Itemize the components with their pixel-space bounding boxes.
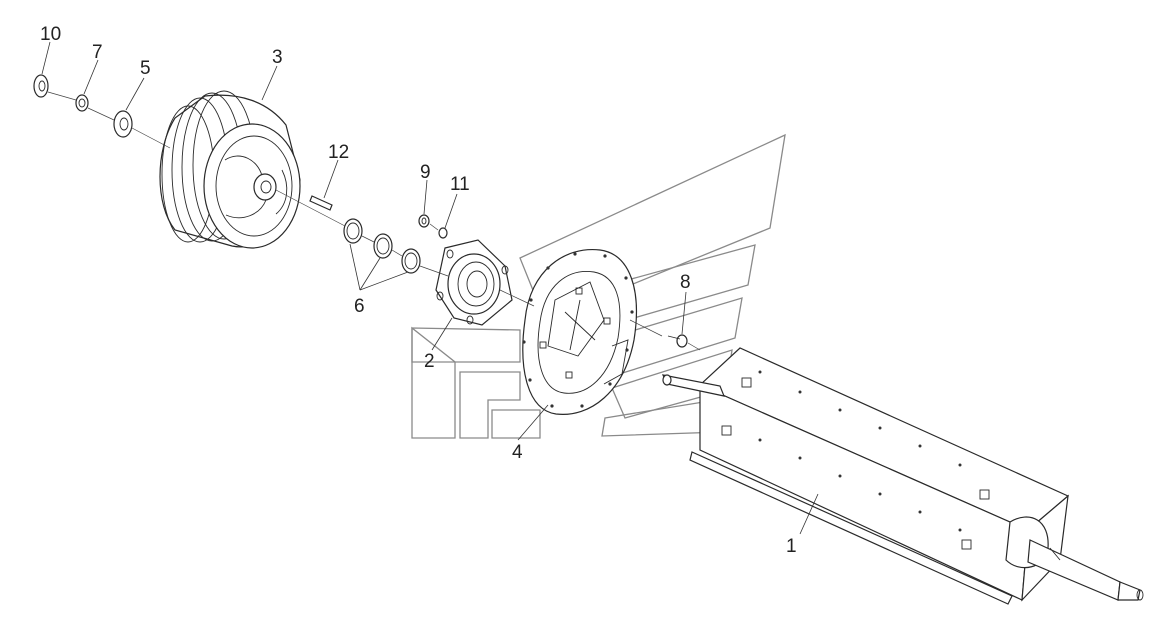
leader-lines — [41, 41, 819, 535]
part-11-small-washer — [438, 227, 448, 239]
part-9-nut — [418, 214, 430, 228]
callout-4: 4 — [512, 442, 523, 463]
callout-2: 2 — [424, 351, 435, 372]
callout-12: 12 — [328, 142, 349, 163]
part-5-washer — [113, 110, 133, 138]
assembly-axis-lines — [47, 91, 701, 351]
callout-labels: 10 7 5 3 12 6 9 11 2 4 8 1 — [40, 24, 797, 557]
part-6-spacer-rings — [343, 218, 421, 274]
part-1-shaft-frame — [661, 347, 1144, 605]
part-3-pulley — [159, 90, 301, 249]
callout-8: 8 — [680, 272, 691, 293]
part-10-washer — [33, 74, 49, 98]
part-8-bolt — [667, 334, 688, 348]
part-7-retaining-ring — [75, 94, 89, 112]
callout-7: 7 — [92, 42, 103, 63]
part-2-bearing-housing — [435, 239, 513, 326]
callout-11: 11 — [450, 174, 470, 195]
part-12-key — [309, 195, 333, 211]
callout-10: 10 — [40, 24, 61, 45]
part-4-flange-plate — [522, 248, 637, 415]
callout-6: 6 — [354, 296, 365, 317]
callout-3: 3 — [272, 47, 283, 68]
callout-5: 5 — [140, 58, 151, 79]
callout-1: 1 — [786, 536, 797, 557]
callout-9: 9 — [420, 162, 431, 183]
